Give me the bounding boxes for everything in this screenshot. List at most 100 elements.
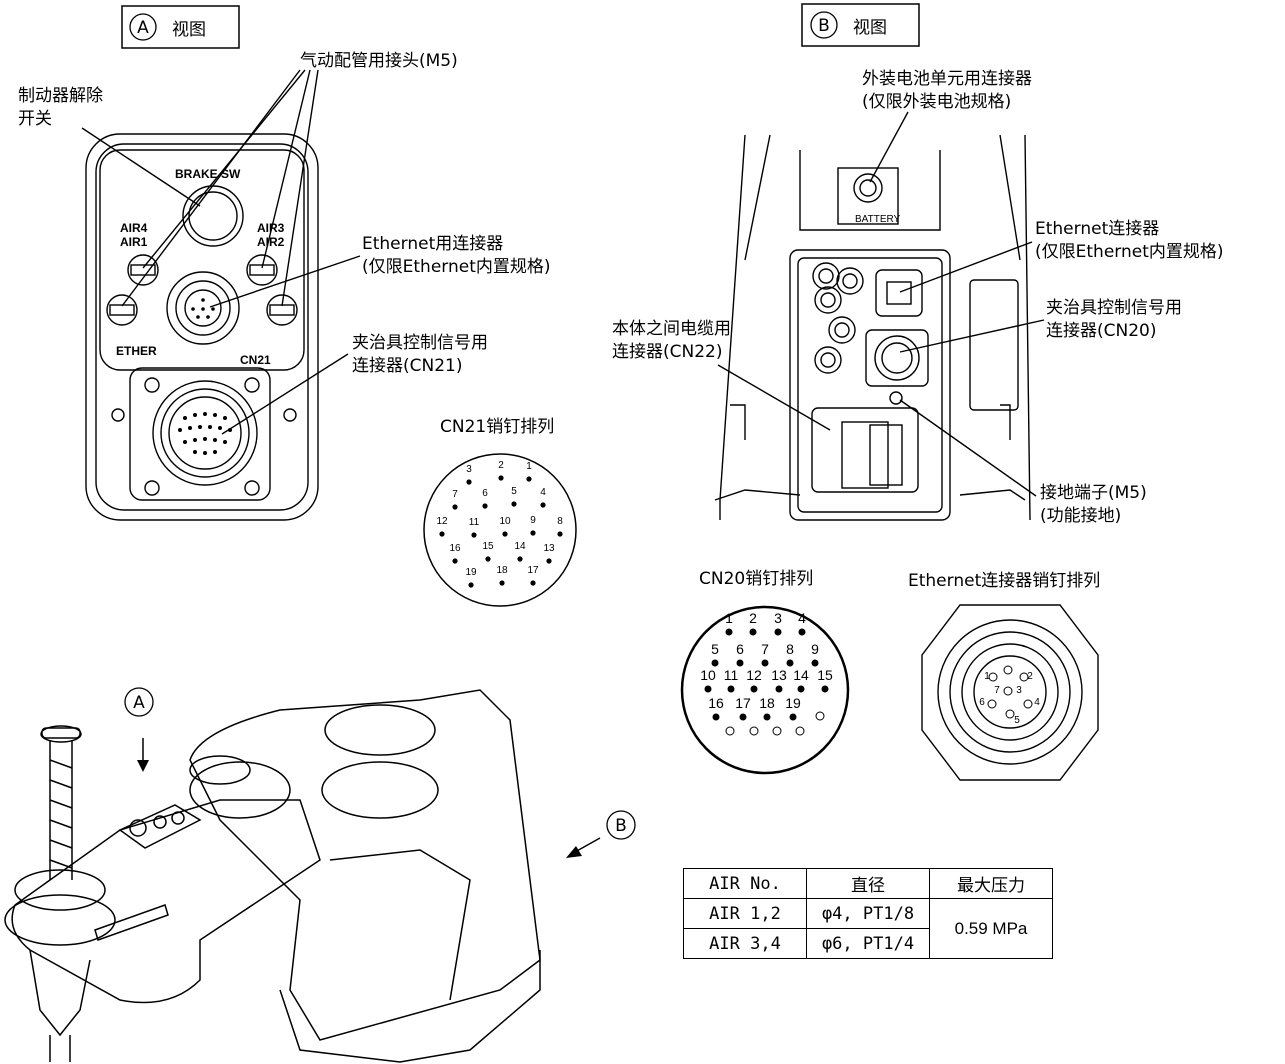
pin-dot [530, 580, 536, 586]
empty-pin-hole [772, 726, 782, 736]
pin-dot [452, 558, 458, 564]
pin-label: 7 [452, 489, 458, 500]
air1-text: AIR1 [120, 235, 148, 249]
pin-label: 3 [1016, 685, 1022, 696]
pin-dot [712, 713, 720, 721]
ethernet-pin-title: Ethernet连接器销钉排列 [908, 571, 1100, 591]
pin-dot [704, 685, 712, 693]
pin-dot [789, 713, 797, 721]
ground-label-line1: 接地端子(M5) [1040, 483, 1147, 503]
table-row: AIR 3,4 φ6, PT1/4 [683, 928, 1053, 959]
pin-label: 4 [1034, 697, 1040, 708]
pressure-cell: 0.59 MPa [929, 898, 1053, 959]
air3-text: AIR3 [257, 221, 285, 235]
cn21-text: CN21 [240, 353, 271, 367]
pin-label: 3 [774, 610, 782, 626]
pin-label: 15 [482, 541, 494, 552]
robot-marker-b: B [615, 816, 627, 836]
ethernet-pin-hole [1003, 665, 1013, 675]
ethernet-pin-hole [988, 672, 998, 682]
pin-dot [749, 628, 757, 636]
pin-label: 7 [994, 685, 1000, 696]
air4-text: AIR4 [120, 221, 148, 235]
pin-dot [761, 659, 769, 667]
air-no-cell: AIR 1,2 [683, 898, 807, 929]
view-b-marker: B [818, 16, 830, 36]
battery-label-line1: 外装电池单元用连接器 [862, 69, 1032, 89]
pin-dot [774, 628, 782, 636]
ethernet-pin-hole [1003, 686, 1013, 696]
pin-label: 1 [526, 461, 532, 472]
pin-dot [763, 713, 771, 721]
ethernet-pin-hole [1005, 709, 1015, 719]
pin-dot [557, 531, 563, 537]
cn21-title: CN21销钉排列 [440, 417, 554, 437]
cn20-pin-circle [680, 605, 850, 775]
pin-label: 8 [786, 641, 794, 657]
pin-dot [725, 628, 733, 636]
ethernet-connector-face [921, 604, 1099, 781]
leaders-view-a [81, 69, 361, 435]
pin-dot [471, 532, 477, 538]
pin-label: 6 [979, 697, 985, 708]
scara-robot-drawing [4, 689, 541, 1063]
battery-label-line2: (仅限外装电池规格) [862, 92, 1011, 112]
cable-cn22-line2: 连接器(CN22) [612, 342, 722, 362]
ethernet-pin-hole [987, 699, 997, 709]
ether-text: ETHER [116, 344, 157, 358]
pin-dot [466, 479, 472, 485]
pin-dot [736, 659, 744, 667]
ethernet-conn-note: (仅限Ethernet内置规格) [362, 257, 551, 277]
pin-label: 16 [449, 543, 461, 554]
pin-label: 9 [530, 515, 536, 526]
table-header-row: AIR No. 直径 最大压力 [683, 868, 1053, 899]
pin-dot [511, 501, 517, 507]
brake-sw-text: BRAKE SW [175, 167, 241, 181]
pin-label: 1 [984, 671, 990, 682]
brake-label-line2: 开关 [18, 109, 52, 129]
pin-label: 5 [1014, 715, 1020, 726]
gripper-cn21-line2: 连接器(CN21) [352, 356, 462, 376]
empty-pin-hole [795, 726, 805, 736]
air-no-cell: AIR 3,4 [683, 928, 807, 959]
brake-label-line1: 制动器解除 [18, 86, 103, 106]
leaders-view-b [717, 111, 1045, 497]
pin-label: 3 [466, 464, 472, 475]
pin-label: 19 [785, 695, 801, 711]
pin-label: 12 [436, 516, 448, 527]
pin-label: 8 [557, 516, 563, 527]
pin-label: 18 [759, 695, 775, 711]
pin-label: 7 [761, 641, 769, 657]
empty-pin-hole [749, 726, 759, 736]
pin-dot [517, 556, 523, 562]
air2-text: AIR2 [257, 235, 285, 249]
pin-label: 14 [514, 541, 526, 552]
empty-pin-hole [725, 726, 735, 736]
pin-label: 17 [527, 565, 539, 576]
marker-b-robot: B [566, 810, 636, 858]
pin-label: 2 [1027, 671, 1033, 682]
pin-dot [482, 503, 488, 509]
pin-label: 2 [749, 610, 757, 626]
pin-dot [502, 531, 508, 537]
connector-panel-a [85, 133, 319, 521]
ethernet-pin-hole [1023, 699, 1033, 709]
gripper-cn20-line1: 夹治具控制信号用 [1046, 298, 1182, 318]
rear-panel-b [714, 134, 1031, 521]
pin-label: 18 [496, 565, 508, 576]
view-b-header: B 视图 [801, 3, 920, 47]
pin-label: 1 [725, 610, 733, 626]
pin-dot [775, 685, 783, 693]
battery-tag: BATTERY [855, 214, 901, 225]
pin-dot [468, 582, 474, 588]
view-b-title: 视图 [853, 18, 887, 38]
pin-label: 2 [498, 460, 504, 471]
empty-pin-hole [815, 711, 825, 721]
pin-dot [452, 504, 458, 510]
pin-dot [811, 659, 819, 667]
pin-dot [526, 476, 532, 482]
pin-dot [439, 531, 445, 537]
diameter-cell: φ6, PT1/4 [806, 928, 930, 959]
gripper-cn21-line1: 夹治具控制信号用 [352, 333, 488, 353]
